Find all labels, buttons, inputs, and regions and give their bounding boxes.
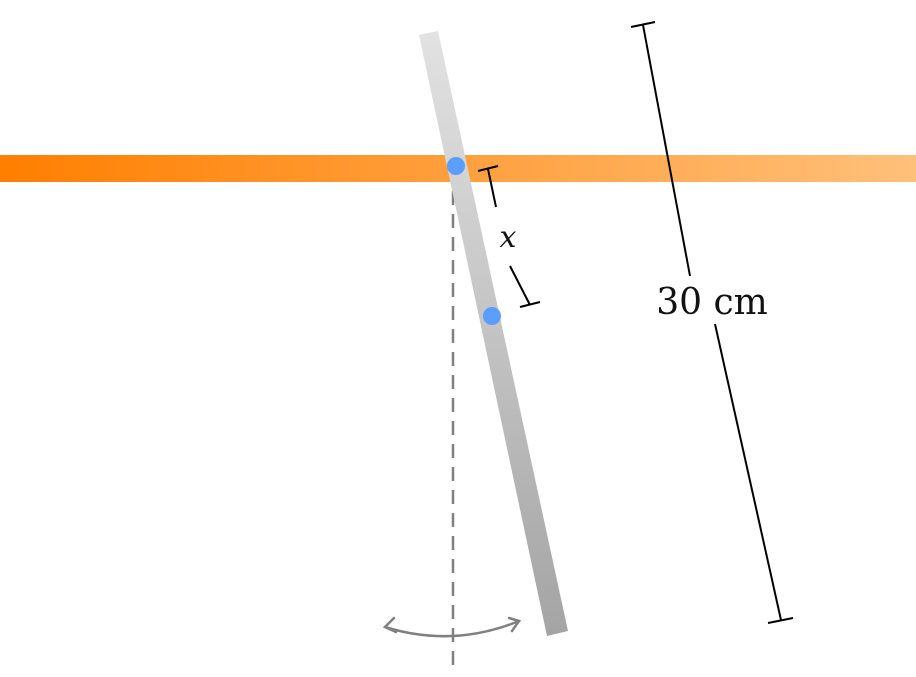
offset-label: x [500, 220, 517, 255]
pivot-point-lower [483, 307, 501, 325]
length-label: 30 cm [656, 282, 768, 323]
pivot-point-top [447, 157, 465, 175]
rod [419, 31, 568, 636]
length-dimension [630, 21, 794, 624]
swing-arrow [382, 616, 522, 638]
offset-dimension [477, 165, 541, 308]
